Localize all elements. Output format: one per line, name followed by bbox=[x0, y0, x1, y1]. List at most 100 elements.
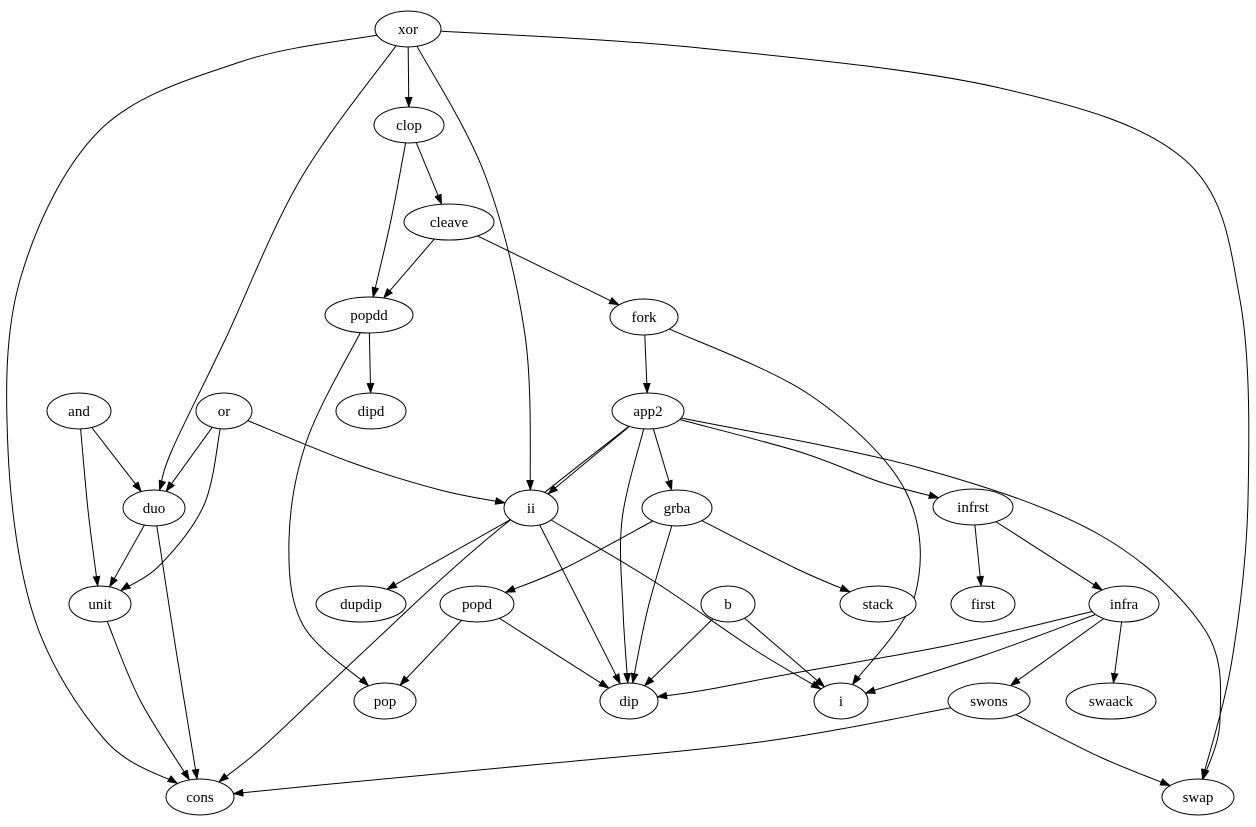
node-ellipse-dip bbox=[599, 682, 659, 720]
node-popd: popd bbox=[439, 585, 515, 623]
node-label-b: b bbox=[724, 597, 732, 613]
node-ellipse-swaack bbox=[1065, 682, 1157, 720]
edge-xor-cons bbox=[6, 34, 378, 785]
node-unit: unit bbox=[68, 585, 132, 623]
node-ellipse-app2 bbox=[611, 392, 685, 430]
edge-ii-dupdip bbox=[386, 519, 511, 590]
node-cons: cons bbox=[165, 778, 235, 816]
node-ellipse-stack bbox=[839, 585, 917, 623]
node-label-infra: infra bbox=[1110, 597, 1139, 613]
node-label-dipd: dipd bbox=[358, 404, 385, 420]
node-ellipse-cons bbox=[165, 778, 235, 816]
node-dupdip: dupdip bbox=[315, 585, 407, 623]
edge-grba-dip bbox=[630, 525, 673, 685]
node-ellipse-infra bbox=[1088, 585, 1160, 623]
edge-b-i bbox=[744, 617, 826, 688]
edge-infrst-first bbox=[974, 524, 985, 588]
node-fork: fork bbox=[609, 298, 679, 336]
edge-app2-ii bbox=[547, 426, 630, 495]
edge-app2-cons bbox=[218, 425, 630, 783]
node-label-stack: stack bbox=[863, 597, 894, 613]
node-ellipse-b bbox=[700, 585, 756, 623]
edge-fork-app2 bbox=[642, 334, 651, 395]
edge-swons-swap bbox=[1015, 714, 1172, 787]
edge-and-unit bbox=[80, 428, 101, 587]
node-ellipse-popd bbox=[439, 585, 515, 623]
node-pop: pop bbox=[353, 682, 417, 720]
node-dip: dip bbox=[599, 682, 659, 720]
node-ellipse-dipd bbox=[335, 392, 407, 430]
node-ellipse-first bbox=[950, 585, 1016, 623]
node-label-dip: dip bbox=[619, 694, 638, 710]
node-ellipse-grba bbox=[641, 489, 713, 527]
node-ellipse-swap bbox=[1161, 778, 1235, 816]
node-label-swons: swons bbox=[970, 694, 1008, 710]
node-b: b bbox=[700, 585, 756, 623]
node-label-grba: grba bbox=[664, 501, 691, 517]
edge-swons-cons bbox=[232, 707, 952, 797]
edge-fork-i bbox=[669, 328, 921, 686]
edge-infra-dip bbox=[656, 611, 1093, 700]
node-label-cons: cons bbox=[186, 790, 214, 806]
node-duo: duo bbox=[122, 489, 186, 527]
edge-grba-stack bbox=[701, 520, 851, 593]
node-label-or: or bbox=[218, 404, 231, 420]
node-label-swaack: swaack bbox=[1089, 694, 1134, 710]
edge-infra-i bbox=[864, 614, 1096, 694]
edge-infra-swaack bbox=[1110, 621, 1123, 685]
edge-xor-duo bbox=[158, 45, 397, 492]
node-i: i bbox=[813, 682, 869, 720]
edge-or-duo bbox=[165, 427, 213, 493]
node-infrst: infrst bbox=[932, 488, 1014, 526]
node-label-pop: pop bbox=[374, 694, 397, 710]
node-grba: grba bbox=[641, 489, 713, 527]
edge-cleave-popdd bbox=[382, 238, 435, 299]
edge-infrst-infra bbox=[995, 521, 1103, 591]
edge-xor-clop bbox=[404, 46, 413, 108]
edge-ii-dip bbox=[539, 524, 621, 685]
node-first: first bbox=[950, 585, 1016, 623]
node-infra: infra bbox=[1088, 585, 1160, 623]
node-label-popdd: popdd bbox=[350, 308, 388, 324]
edge-b-dip bbox=[643, 618, 714, 687]
node-label-ii: ii bbox=[527, 501, 535, 517]
node-label-i: i bbox=[839, 694, 843, 710]
node-popdd: popdd bbox=[324, 296, 414, 334]
node-or: or bbox=[195, 392, 253, 430]
edge-duo-cons bbox=[156, 525, 200, 781]
edge-or-unit bbox=[119, 428, 221, 592]
edge-xor-swap bbox=[440, 30, 1250, 781]
edge-popdd-dipd bbox=[366, 332, 375, 395]
node-label-and: and bbox=[68, 404, 90, 420]
node-ellipse-xor bbox=[374, 10, 442, 48]
node-ellipse-swons bbox=[947, 682, 1031, 720]
node-label-cleave: cleave bbox=[430, 215, 469, 231]
edge-clop-popdd bbox=[371, 142, 407, 299]
node-dipd: dipd bbox=[335, 392, 407, 430]
edge-grba-popd bbox=[504, 520, 654, 593]
edge-duo-unit bbox=[109, 524, 145, 588]
node-label-clop: clop bbox=[396, 118, 422, 134]
node-ii: ii bbox=[503, 489, 559, 527]
edge-or-ii bbox=[247, 420, 507, 505]
edge-app2-infrst bbox=[679, 419, 940, 499]
node-ellipse-and bbox=[46, 392, 112, 430]
edge-xor-ii bbox=[416, 46, 534, 491]
node-ellipse-infrst bbox=[932, 488, 1014, 526]
edge-cleave-fork bbox=[477, 235, 620, 306]
edge-app2-swap bbox=[681, 417, 1222, 781]
edge-clop-cleave bbox=[415, 142, 443, 206]
node-ellipse-duo bbox=[122, 489, 186, 527]
node-label-popd: popd bbox=[462, 597, 493, 613]
node-app2: app2 bbox=[611, 392, 685, 430]
node-xor: xor bbox=[374, 10, 442, 48]
node-label-infrst: infrst bbox=[957, 500, 989, 516]
node-ellipse-popdd bbox=[324, 296, 414, 334]
edge-ii-i bbox=[550, 519, 822, 690]
node-ellipse-clop bbox=[373, 106, 445, 144]
edge-unit-cons bbox=[106, 621, 190, 781]
edge-and-duo bbox=[91, 427, 142, 493]
node-and: and bbox=[46, 392, 112, 430]
edge-infra-swons bbox=[1009, 618, 1104, 687]
